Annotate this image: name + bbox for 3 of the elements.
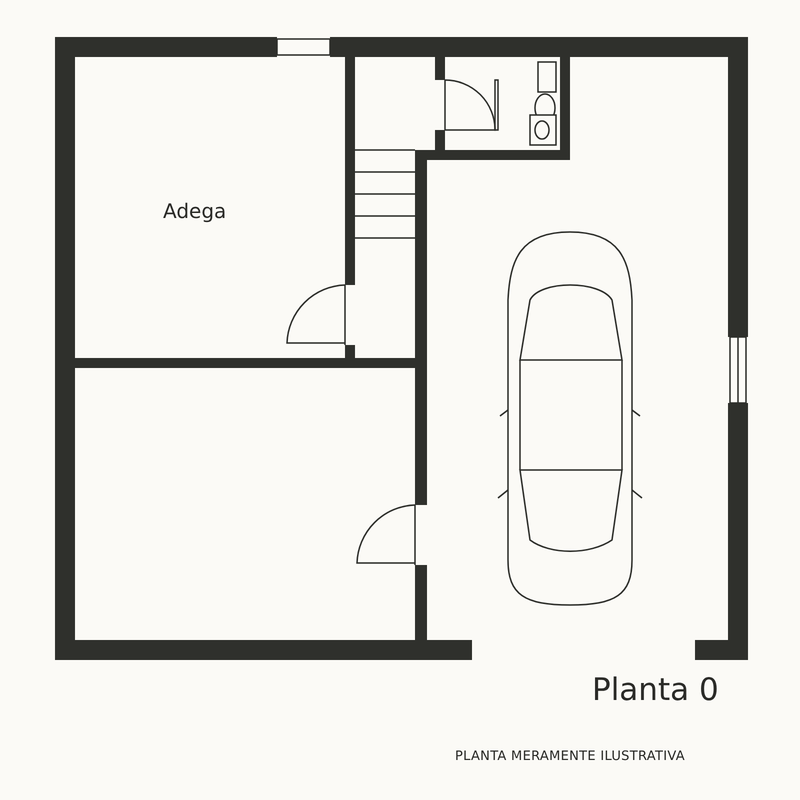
drawing-title: Planta 0 [592,672,719,708]
room-label: Adega [163,199,226,223]
caption: PLANTA MERAMENTE ILUSTRATIVA [455,749,685,764]
